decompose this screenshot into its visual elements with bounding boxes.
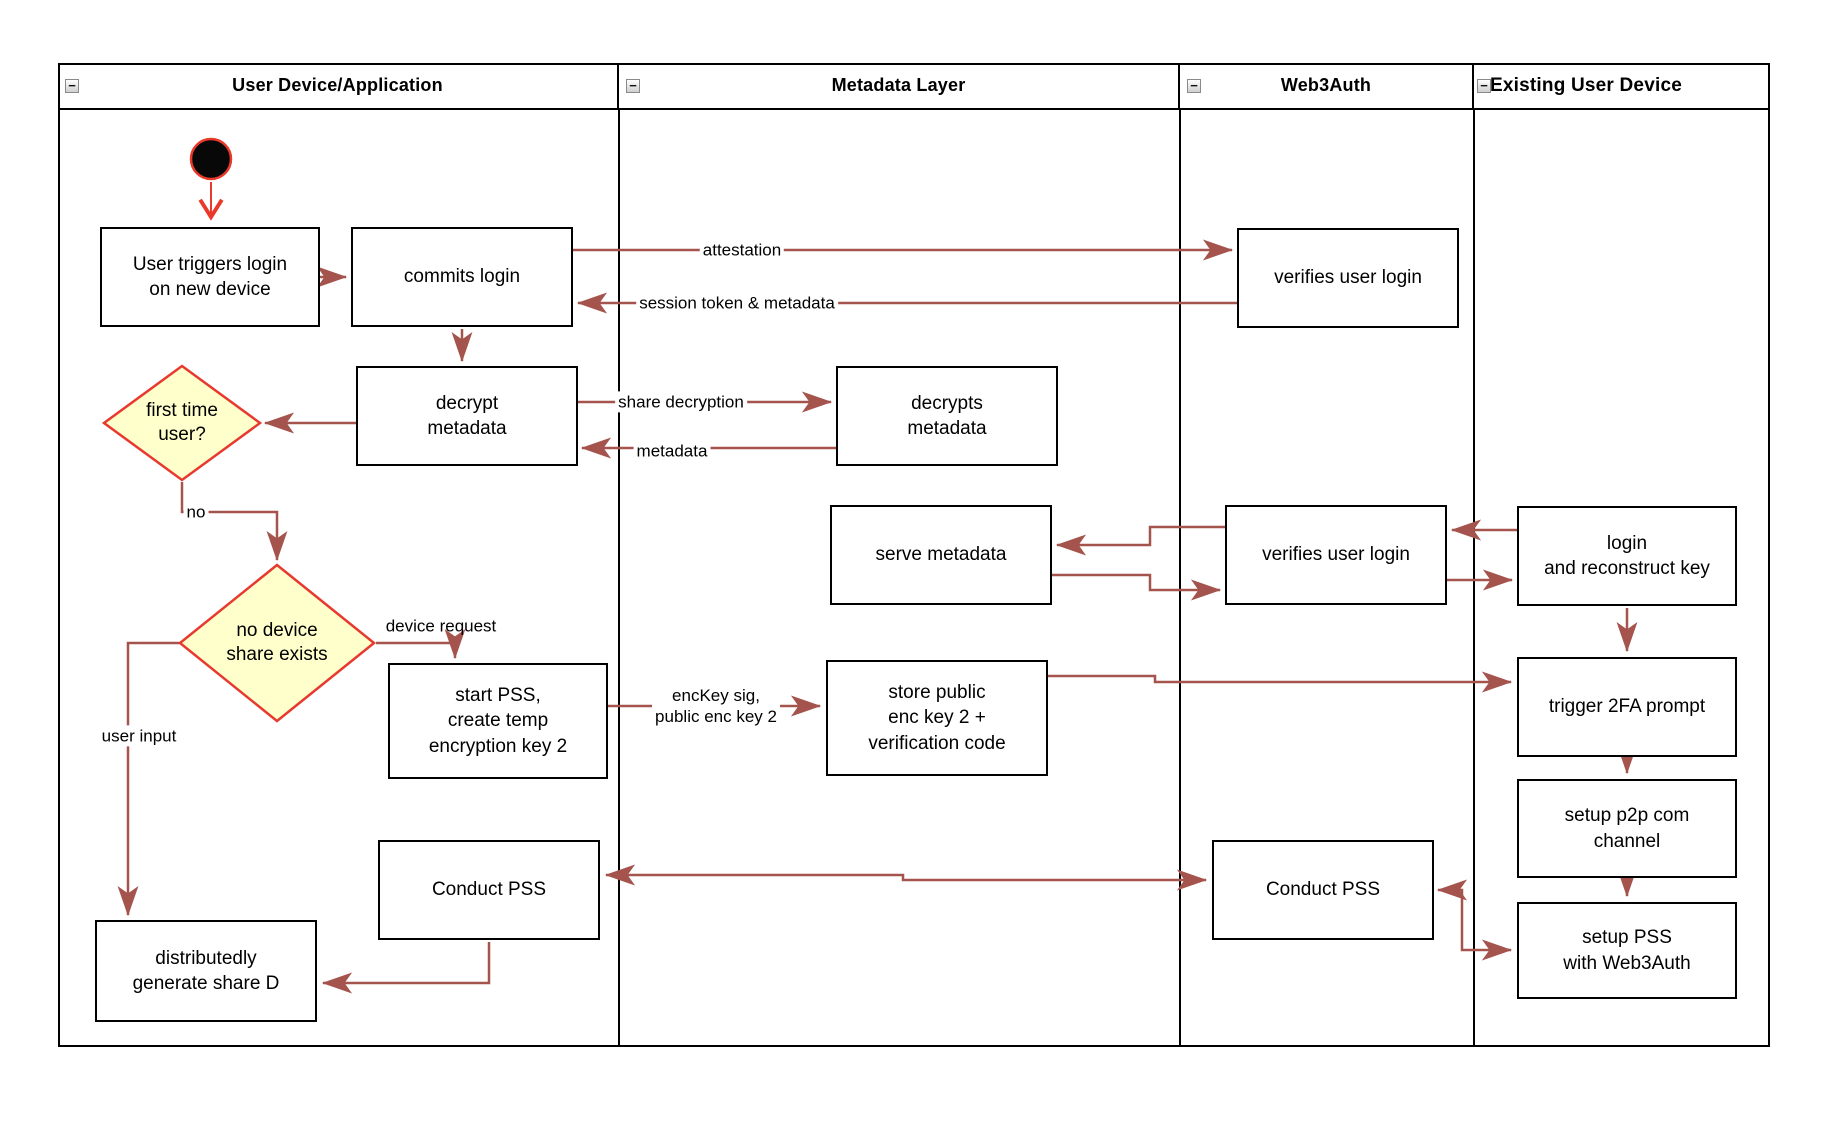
node-login-reconstruct: login and reconstruct key [1517, 506, 1737, 606]
label-no-device-share: no device share exists [226, 619, 328, 665]
node-trigger-2fa: trigger 2FA prompt [1517, 657, 1737, 757]
edge-label-user-input: user input [98, 725, 180, 747]
node-serve-metadata: serve metadata [830, 505, 1052, 605]
lane-title-user-device: User Device/Application [232, 75, 443, 95]
node-start-pss: start PSS, create temp encryption key 2 [388, 663, 608, 779]
edge-label-enckey-sig: encKey sig, public enc key 2 [652, 684, 780, 728]
node-conduct-pss-web3: Conduct PSS [1212, 840, 1434, 940]
collapse-icon[interactable]: − [1187, 78, 1201, 93]
edge-label-share-decryption: share decryption [615, 391, 747, 413]
edge-label-device-request: device request [385, 616, 497, 636]
edge-label-no: no [183, 501, 209, 523]
lane-title-web3auth: Web3Auth [1280, 75, 1372, 95]
label-first-time-user: first time user? [146, 399, 218, 445]
collapse-icon[interactable]: − [1477, 78, 1491, 93]
node-verifies-login-mid: verifies user login [1225, 505, 1447, 605]
lane-header-metadata-layer: − Metadata Layer [619, 63, 1180, 110]
lane-divider-3 [1473, 110, 1475, 1045]
lane-title-existing-device: Existing User Device [1490, 74, 1682, 96]
lane-header-web3auth: − Web3Auth [1180, 63, 1474, 110]
lane-divider-1 [618, 110, 620, 1045]
collapse-icon[interactable]: − [65, 78, 79, 93]
lane-title-metadata-layer: Metadata Layer [831, 75, 966, 95]
lane-header-row: − User Device/Application − Metadata Lay… [58, 63, 1770, 110]
lane-header-user-device: − User Device/Application [58, 63, 619, 110]
node-decrypts-metadata: decrypts metadata [836, 366, 1058, 466]
node-generate-share-d: distributedly generate share D [95, 920, 317, 1022]
edge-label-session-token: session token & metadata [636, 292, 838, 314]
node-setup-p2p: setup p2p com channel [1517, 779, 1737, 878]
node-conduct-pss-user: Conduct PSS [378, 840, 600, 940]
edge-label-metadata: metadata [633, 440, 711, 462]
node-setup-pss: setup PSS with Web3Auth [1517, 902, 1737, 999]
node-commits-login: commits login [351, 227, 573, 327]
lane-header-existing-device: − Existing User Device [1474, 63, 1770, 110]
node-store-public-key: store public enc key 2 + verification co… [826, 660, 1048, 776]
lane-divider-2 [1179, 110, 1181, 1045]
node-verifies-login-top: verifies user login [1237, 228, 1459, 328]
node-user-triggers-login: User triggers login on new device [100, 227, 320, 327]
node-decrypt-metadata: decrypt metadata [356, 366, 578, 466]
collapse-icon[interactable]: − [626, 78, 640, 93]
edge-label-attestation: attestation [699, 239, 785, 261]
